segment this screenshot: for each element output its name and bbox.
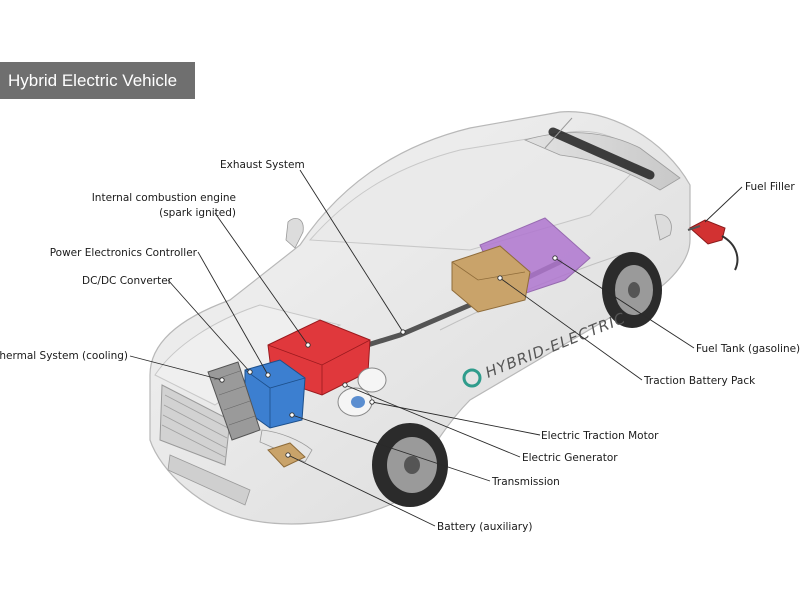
label-dcdc-converter: DC/DC Converter: [82, 275, 173, 287]
label-transmission: Transmission: [491, 476, 560, 488]
label-traction-battery: Traction Battery Pack: [643, 375, 756, 387]
leader-lines: [129, 169, 743, 527]
label-power-electronics: Power Electronics Controller: [50, 247, 198, 259]
page-title: Hybrid Electric Vehicle: [8, 71, 178, 90]
traction-motor: [337, 387, 373, 417]
label-fuel-tank: Fuel Tank (gasoline): [696, 343, 800, 355]
label-thermal-system: Thermal System (cooling): [0, 350, 128, 362]
electric-generator: [357, 367, 387, 393]
label-aux-battery: Battery (auxiliary): [437, 521, 532, 533]
label-fuel-filler: Fuel Filler: [745, 181, 795, 193]
label-exhaust-system: Exhaust System: [220, 159, 305, 171]
fuel-nozzle: [687, 219, 739, 271]
leader-dots: [219, 255, 558, 458]
label-ice-line1: Internal combustion engine: [92, 192, 236, 204]
traction-battery-pack: [451, 245, 531, 313]
label-traction-motor: Electric Traction Motor: [541, 430, 659, 442]
label-electric-generator: Electric Generator: [522, 452, 618, 464]
label-ice-line2: (spark ignited): [159, 207, 236, 219]
title-banner: Hybrid Electric Vehicle: [0, 62, 195, 99]
front-wheel: [372, 423, 448, 507]
